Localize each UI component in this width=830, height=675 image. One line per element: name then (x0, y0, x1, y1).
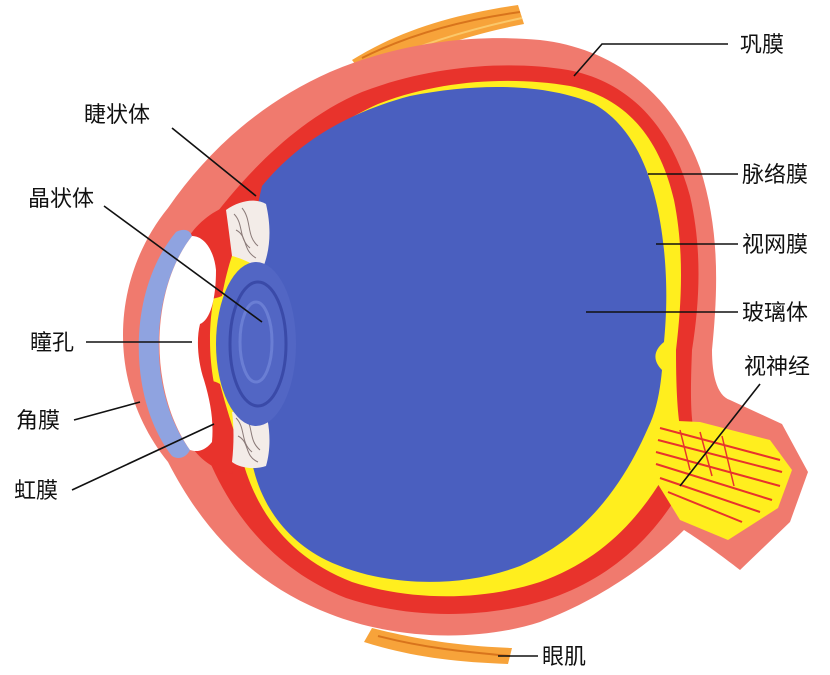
label-ciliary-body: 睫状体 (84, 103, 150, 128)
label-cornea: 角膜 (16, 409, 60, 434)
label-iris: 虹膜 (14, 479, 58, 504)
label-lens: 晶状体 (28, 187, 94, 212)
label-vitreous-body: 玻璃体 (742, 301, 808, 326)
label-sclera: 巩膜 (740, 33, 784, 58)
label-optic-nerve: 视神经 (744, 355, 810, 380)
label-choroid: 脉络膜 (742, 163, 808, 188)
label-eye-muscle: 眼肌 (542, 645, 586, 670)
cornea-leader (74, 402, 140, 420)
label-retina: 视网膜 (742, 233, 808, 258)
lens (216, 262, 296, 426)
label-pupil: 瞳孔 (30, 331, 74, 356)
